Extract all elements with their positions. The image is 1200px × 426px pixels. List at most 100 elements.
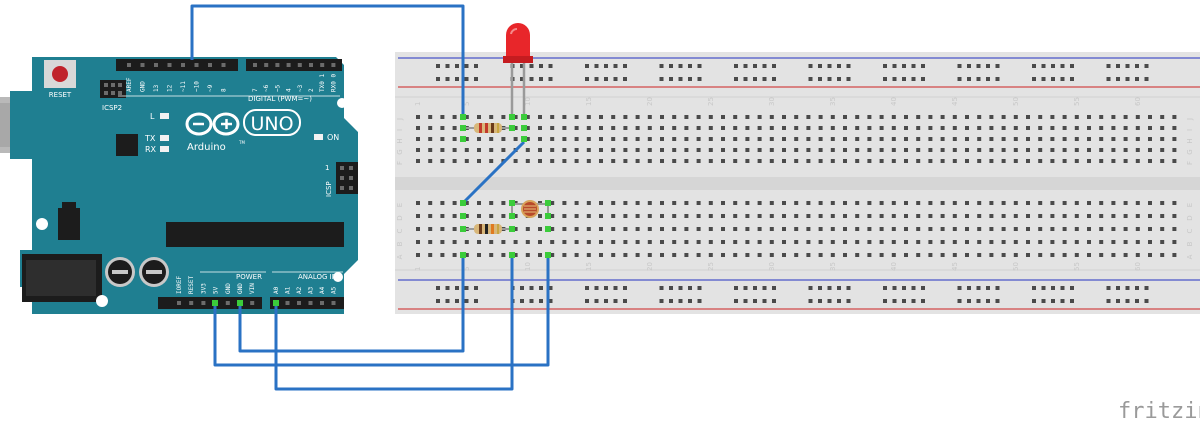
- icsp2-header: [100, 80, 126, 98]
- breadboard-hole: [928, 253, 933, 257]
- breadboard-hole: [708, 148, 713, 152]
- breadboard-hole: [525, 148, 530, 152]
- usb-chip: [116, 134, 138, 156]
- breadboard-hole: [1062, 227, 1067, 231]
- breadboard-hole: [513, 227, 518, 231]
- breadboard-hole: [1123, 137, 1128, 141]
- breadboard-hole: [977, 115, 982, 119]
- breadboard-hole: [733, 159, 738, 163]
- rail-hole: [464, 299, 469, 303]
- breadboard-hole: [1135, 201, 1140, 205]
- rail-hole: [753, 299, 757, 303]
- breadboard-hole: [879, 214, 884, 218]
- breadboard-hole: [1050, 137, 1055, 141]
- breadboard-hole: [794, 159, 799, 163]
- breadboard-hole: [1026, 159, 1030, 163]
- digital-pin-hole: [275, 63, 280, 67]
- breadboard-hole: [904, 126, 908, 130]
- column-number-top: 50: [1012, 97, 1020, 106]
- breadboard-hole: [940, 115, 945, 119]
- rail-hole: [474, 299, 478, 303]
- rail-hole: [529, 286, 534, 290]
- breadboard-hole: [489, 253, 494, 257]
- breadboard-hole: [489, 214, 494, 218]
- breadboard-hole: [965, 214, 969, 218]
- breadboard-hole: [952, 240, 957, 244]
- breadboard-hole: [416, 227, 420, 231]
- breadboard-hole: [1038, 159, 1043, 163]
- breadboard-hole: [574, 148, 579, 152]
- row-letter: A: [396, 254, 404, 259]
- breadboard-hole: [416, 115, 420, 119]
- breadboard-hole: [721, 137, 725, 141]
- rail-hole: [659, 286, 664, 290]
- breadboard-hole: [599, 214, 603, 218]
- rail-hole: [1032, 64, 1036, 68]
- rail-hole: [529, 64, 534, 68]
- rail-hole: [548, 64, 553, 68]
- breadboard-hole: [501, 240, 506, 244]
- breadboard-hole: [1001, 159, 1006, 163]
- breadboard-hole: [769, 201, 774, 205]
- breadboard-hole: [745, 240, 750, 244]
- breadboard-hole: [635, 253, 640, 257]
- rail-hole: [818, 64, 822, 68]
- digital-pin-hole: [320, 63, 325, 67]
- breadboard-hole: [867, 126, 872, 130]
- rail-hole: [1051, 77, 1055, 81]
- breadboard-hole: [708, 115, 713, 119]
- breadboard-hole: [1111, 126, 1116, 130]
- l-label: L: [150, 112, 155, 121]
- breadboard-hole: [891, 201, 896, 205]
- digital-pin-hole: [194, 63, 199, 67]
- breadboard-hole: [672, 159, 677, 163]
- breadboard-hole: [623, 227, 628, 231]
- breadboard-hole: [1050, 240, 1055, 244]
- breadboard-hole: [794, 115, 799, 119]
- breadboard-hole: [989, 148, 994, 152]
- breadboard: 1155101015152020252530303535404045455050…: [395, 52, 1200, 314]
- breadboard-hole: [733, 137, 738, 141]
- rx-led: [160, 146, 169, 152]
- breadboard-hole: [757, 148, 762, 152]
- breadboard-hole: [977, 240, 982, 244]
- icsp-header: [336, 162, 358, 194]
- breadboard-hole: [538, 137, 542, 141]
- rail-hole: [1116, 299, 1120, 303]
- rail-hole: [1051, 64, 1055, 68]
- breadboard-hole: [745, 227, 750, 231]
- breadboard-hole: [574, 126, 579, 130]
- column-number-bottom: 25: [707, 262, 715, 271]
- reset-button-cap[interactable]: [52, 66, 68, 82]
- rail-hole: [911, 64, 916, 68]
- rail-hole: [808, 77, 813, 81]
- breadboard-hole: [635, 227, 640, 231]
- breadboard-hole: [477, 159, 481, 163]
- breadboard-hole: [965, 240, 969, 244]
- breadboard-hole: [965, 115, 969, 119]
- breadboard-hole: [1013, 137, 1018, 141]
- rail-hole: [1070, 64, 1074, 68]
- breadboard-hole: [440, 159, 445, 163]
- breadboard-hole: [977, 137, 982, 141]
- breadboard-hole: [1038, 240, 1043, 244]
- rail-hole: [1116, 64, 1120, 68]
- breadboard-hole: [818, 253, 823, 257]
- breadboard-hole: [647, 126, 652, 130]
- digital-pin-hole: [309, 63, 313, 67]
- breadboard-hole: [525, 253, 530, 257]
- row-letter: G: [1186, 149, 1194, 154]
- breadboard-hole: [916, 148, 921, 152]
- breadboard-hole: [647, 227, 652, 231]
- breadboard-hole: [977, 227, 982, 231]
- breadboard-hole: [891, 253, 896, 257]
- rail-hole: [892, 64, 897, 68]
- column-number-bottom: 50: [1012, 262, 1020, 271]
- icsp2-label: ICSP2: [102, 104, 122, 112]
- rail-hole: [827, 299, 832, 303]
- breadboard-hole: [1135, 137, 1140, 141]
- column-number-bottom: 60: [1134, 262, 1142, 271]
- breadboard-hole: [647, 137, 652, 141]
- breadboard-hole: [806, 201, 811, 205]
